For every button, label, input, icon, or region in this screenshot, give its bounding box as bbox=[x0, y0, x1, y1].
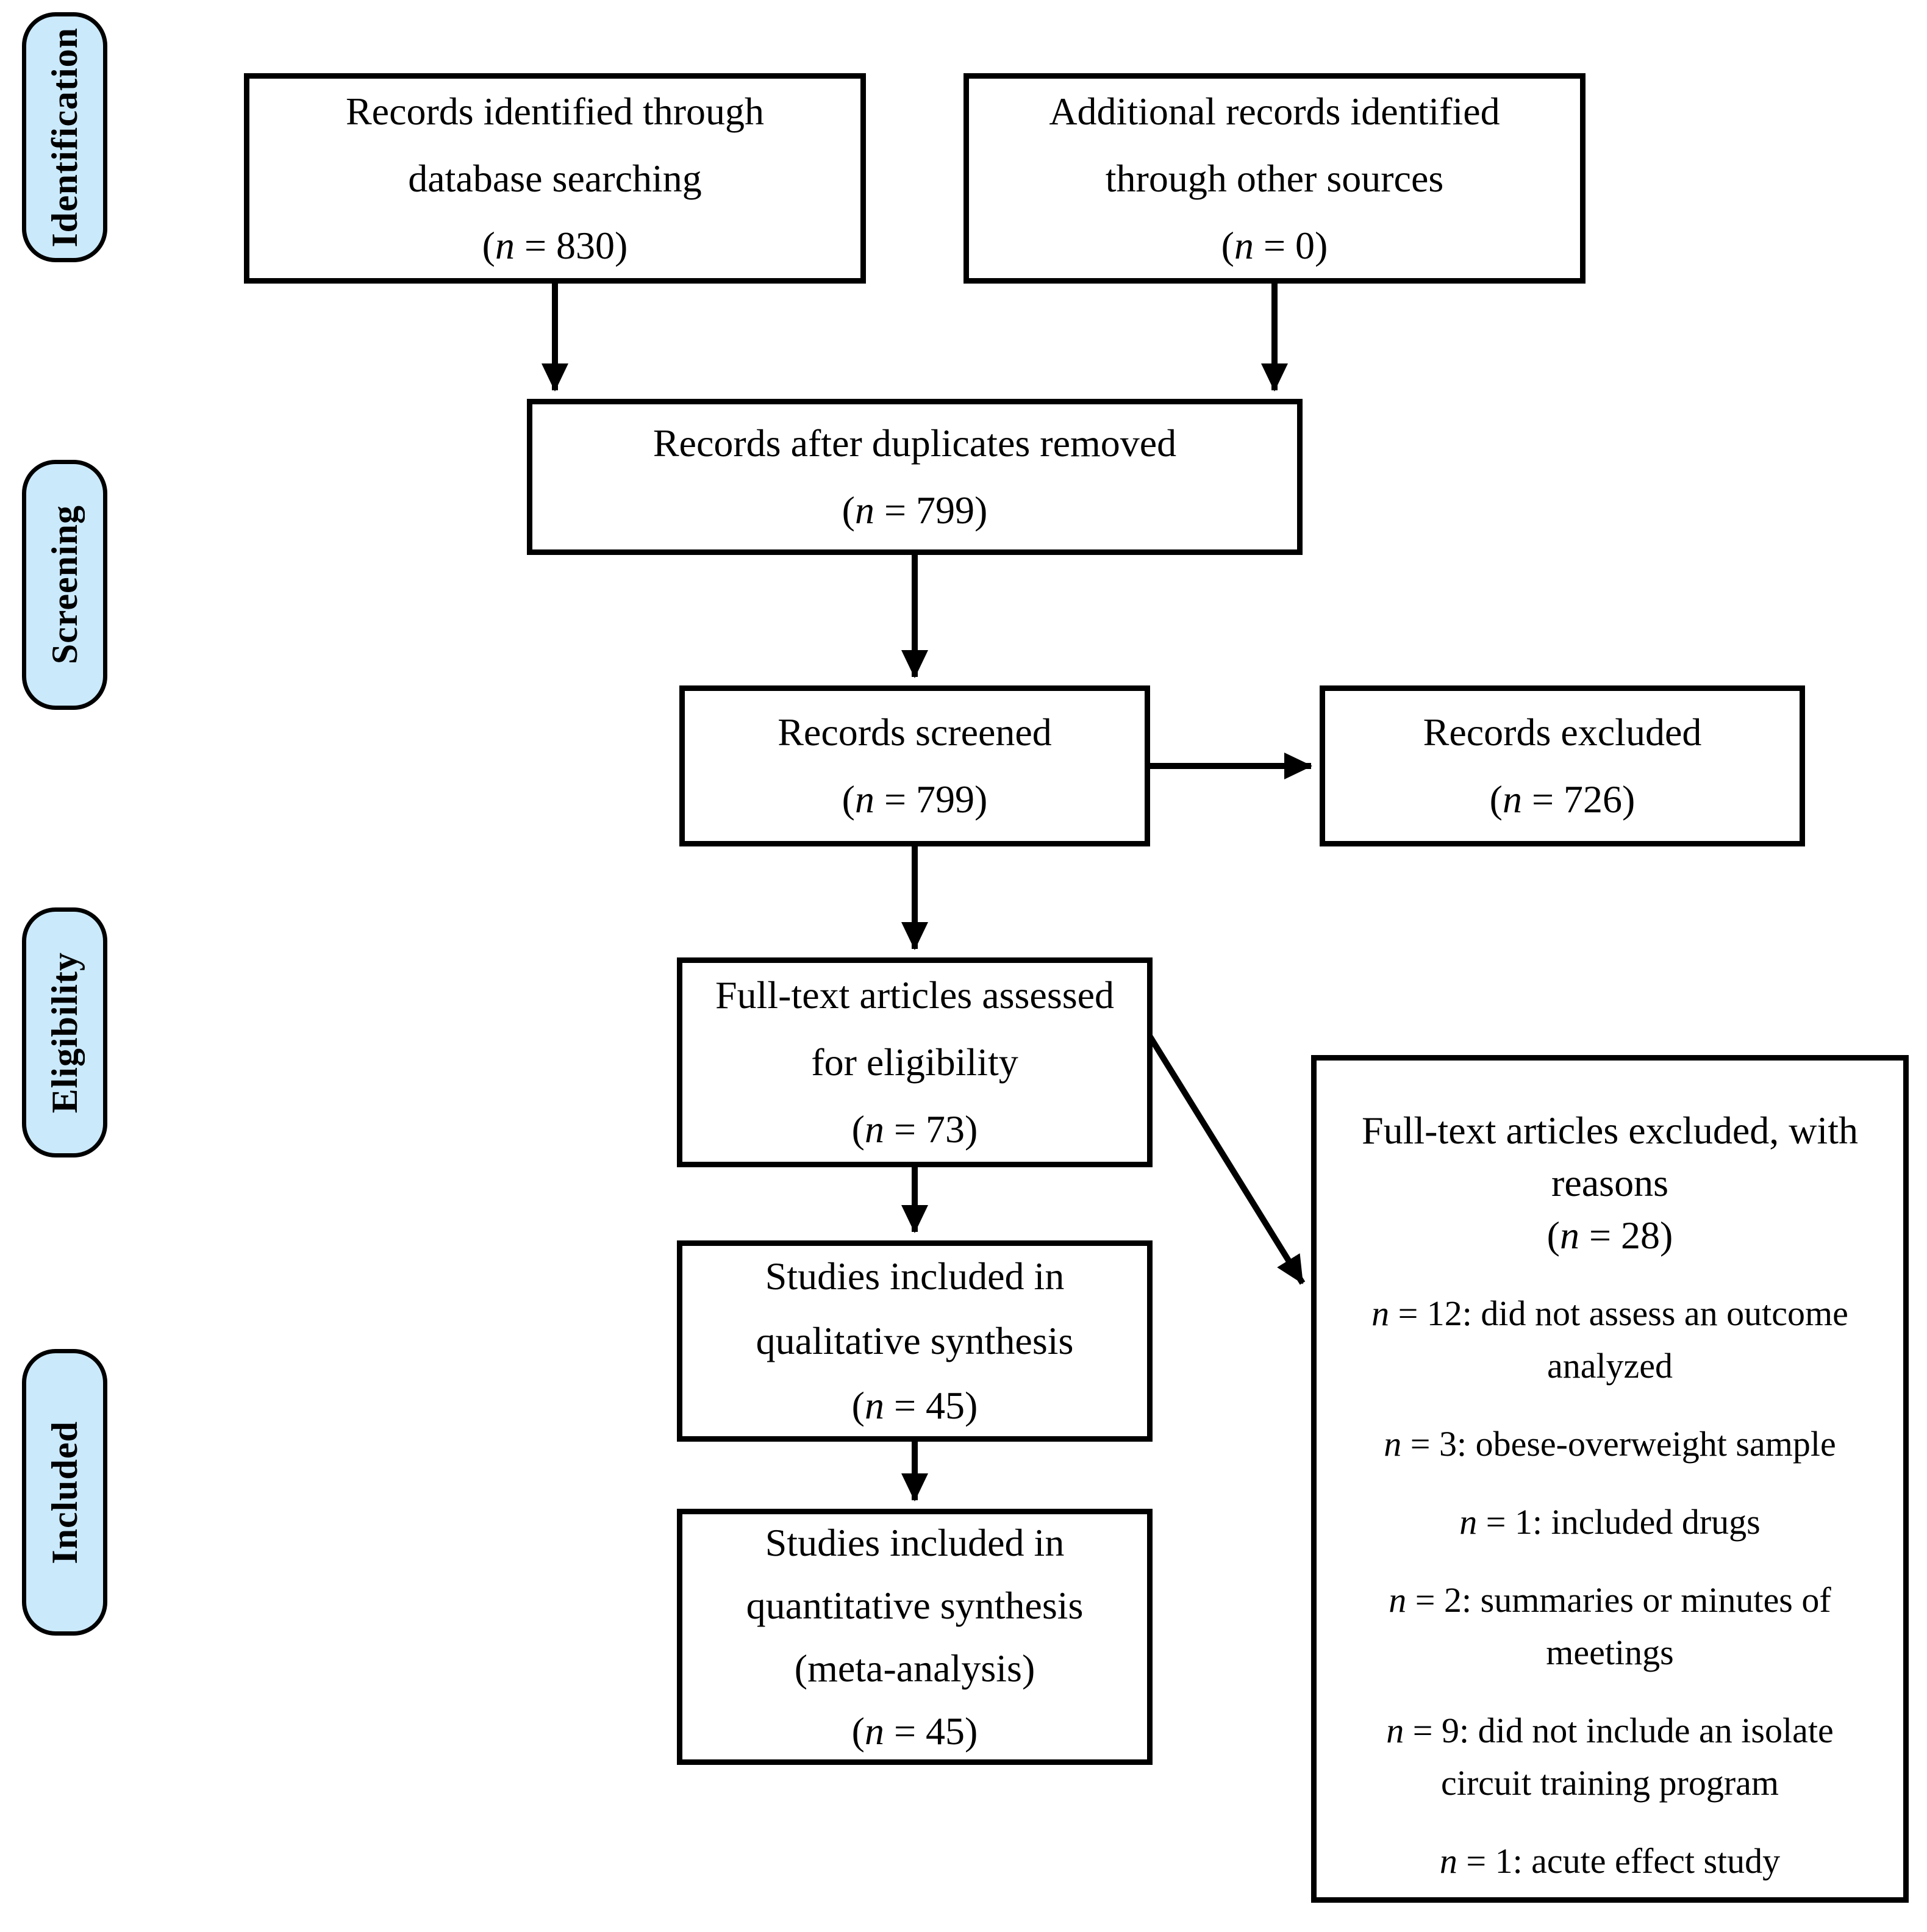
box-text-line: Records excluded bbox=[1423, 710, 1702, 754]
box-text-line: Records after duplicates removed bbox=[652, 421, 1177, 465]
box-text-line: reasons bbox=[1551, 1161, 1668, 1204]
exclusion-reason: n = 2: summaries or minutes of meetings bbox=[1389, 1580, 1831, 1672]
box-count: (n = 799) bbox=[842, 488, 988, 532]
exclusion-reason: n = 1: included drugs bbox=[1459, 1502, 1761, 1542]
stage-label-included: Included bbox=[22, 1349, 107, 1636]
box-qualitative-synthesis: Studies included in qualitative synthesi… bbox=[677, 1240, 1153, 1442]
box-text-line: database searching bbox=[408, 156, 702, 200]
box-text-line: Full-text articles assessed bbox=[715, 973, 1115, 1017]
box-text-line: Full-text articles excluded, with bbox=[1362, 1109, 1858, 1152]
box-text-line: Records identified through bbox=[345, 89, 765, 133]
stage-label-text: Identification bbox=[44, 27, 85, 248]
box-count: (n = 28) bbox=[1546, 1214, 1673, 1257]
box-count: (n = 830) bbox=[482, 223, 628, 267]
stage-label-text: Eligibility bbox=[44, 951, 85, 1114]
box-additional-records: Additional records identified through ot… bbox=[964, 73, 1586, 284]
arrow-fulltext-to-reasons bbox=[1147, 1035, 1306, 1285]
box-text-line: quantitative synthesis bbox=[746, 1584, 1084, 1627]
box-quantitative-synthesis: Studies included in quantitative synthes… bbox=[677, 1509, 1153, 1765]
stage-label-text: Screening bbox=[44, 505, 85, 665]
exclusion-reason: n = 12: did not assess an outcome analyz… bbox=[1371, 1293, 1848, 1386]
box-count: (n = 726) bbox=[1489, 778, 1636, 821]
box-count: (n = 45) bbox=[851, 1384, 978, 1427]
stage-label-eligibility: Eligibility bbox=[22, 907, 107, 1157]
box-text-line: through other sources bbox=[1105, 156, 1444, 200]
box-text-line: Studies included in bbox=[765, 1521, 1065, 1564]
box-text-line: for eligibility bbox=[811, 1040, 1018, 1084]
box-duplicates-removed: Records after duplicates removed (n = 79… bbox=[527, 399, 1303, 555]
box-fulltext-excluded-reasons: Full-text articles excluded, with reason… bbox=[1311, 1055, 1909, 1903]
box-fulltext-assessed: Full-text articles assessed for eligibil… bbox=[677, 957, 1153, 1167]
stage-label-screening: Screening bbox=[22, 460, 107, 710]
box-text-line: Additional records identified bbox=[1049, 89, 1500, 133]
box-records-screened: Records screened (n = 799) bbox=[679, 685, 1150, 846]
box-count: (n = 45) bbox=[851, 1709, 978, 1753]
box-text-line: (meta-analysis) bbox=[794, 1647, 1035, 1690]
box-text-line: Records screened bbox=[778, 710, 1052, 754]
exclusion-reason: n = 1: acute effect study bbox=[1439, 1841, 1781, 1881]
box-count: (n = 799) bbox=[842, 778, 988, 821]
box-text-line: qualitative synthesis bbox=[756, 1319, 1074, 1362]
box-text-line: Studies included in bbox=[765, 1254, 1065, 1298]
box-records-identified: Records identified through database sear… bbox=[244, 73, 866, 284]
exclusion-reason: n = 9: did not include an isolate circui… bbox=[1386, 1711, 1834, 1803]
stage-label-text: Included bbox=[44, 1420, 85, 1564]
stage-label-identification: Identification bbox=[22, 12, 107, 262]
box-count: (n = 73) bbox=[851, 1107, 978, 1151]
box-count: (n = 0) bbox=[1221, 223, 1328, 267]
box-records-excluded: Records excluded (n = 726) bbox=[1320, 685, 1805, 846]
exclusion-reason: n = 3: obese-overweight sample bbox=[1384, 1424, 1836, 1464]
